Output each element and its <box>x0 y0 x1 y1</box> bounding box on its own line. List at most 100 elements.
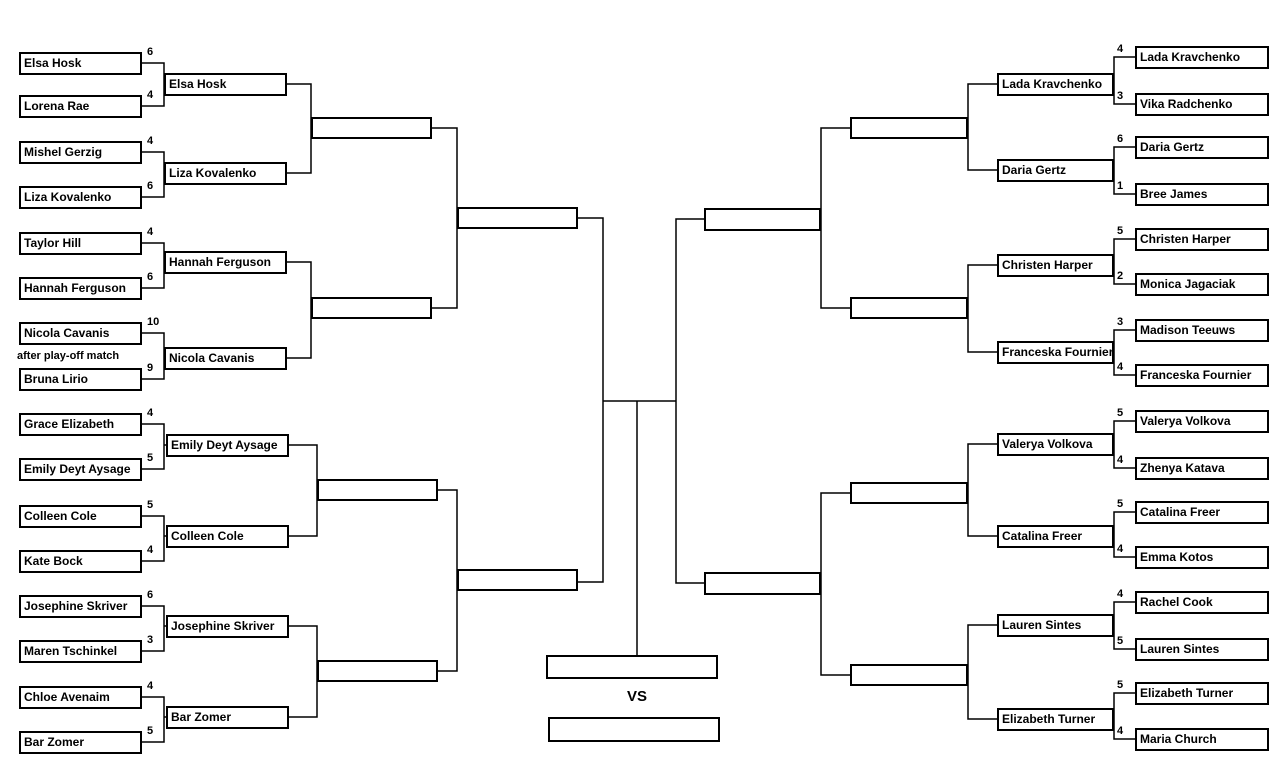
left-r2-player: Nicola Cavanis <box>164 347 287 370</box>
left-r1-connector <box>142 515 165 562</box>
right-r2-player: Valerya Volkova <box>997 433 1114 456</box>
left-r1-player: Colleen Cole <box>19 505 142 528</box>
left-r1-score: 6 <box>147 180 154 192</box>
left-r3-connector <box>438 489 458 672</box>
left-r1-connector <box>142 696 165 743</box>
left-r1-player: Nicola Cavanis <box>19 322 142 345</box>
right-r1-player: Lauren Sintes <box>1135 638 1269 661</box>
left-r2-player: Hannah Ferguson <box>164 251 287 274</box>
right-r4-slot <box>704 572 821 595</box>
right-r2-connector <box>967 83 997 171</box>
left-r4-slot <box>457 207 578 229</box>
right-r2-connector <box>967 624 997 720</box>
right-r1-score: 4 <box>1117 43 1124 55</box>
left-r1-score: 4 <box>147 89 154 101</box>
left-r3-slot <box>311 297 432 319</box>
right-r3-slot <box>850 664 968 686</box>
left-r1-score: 9 <box>147 362 154 374</box>
right-r1-score: 4 <box>1117 543 1124 555</box>
left-r1-score: 5 <box>147 499 154 511</box>
left-r1-player: Hannah Ferguson <box>19 277 142 300</box>
right-r3-connector <box>820 127 850 309</box>
right-r1-score: 4 <box>1117 454 1124 466</box>
right-r3-slot <box>850 297 968 319</box>
left-r1-score: 3 <box>147 634 154 646</box>
right-r1-player: Catalina Freer <box>1135 501 1269 524</box>
left-r1-score: 4 <box>147 680 154 692</box>
left-r1-score: 4 <box>147 544 154 556</box>
right-r1-player: Lada Kravchenko <box>1135 46 1269 69</box>
left-r1-score: 5 <box>147 452 154 464</box>
left-r2-player: Elsa Hosk <box>164 73 287 96</box>
right-r1-player: Maria Church <box>1135 728 1269 751</box>
right-r2-player: Franceska Fournier <box>997 341 1114 364</box>
right-r3-connector <box>820 492 850 676</box>
left-r3-slot <box>311 117 432 139</box>
left-r1-connector <box>142 605 165 652</box>
left-r2-player: Bar Zomer <box>166 706 289 729</box>
left-r1-player: Kate Bock <box>19 550 142 573</box>
right-r4-slot <box>704 208 821 231</box>
vs-label: VS <box>627 688 648 705</box>
right-r4-connector <box>675 218 704 584</box>
left-r1-player: Liza Kovalenko <box>19 186 142 209</box>
left-r2-player: Colleen Cole <box>166 525 289 548</box>
right-r2-connector <box>967 264 997 353</box>
right-r1-player: Bree James <box>1135 183 1269 206</box>
left-r1-player: Mishel Gerzig <box>19 141 142 164</box>
right-r1-score: 5 <box>1117 407 1124 419</box>
right-r2-player: Lauren Sintes <box>997 614 1114 637</box>
left-r1-player: Bruna Lirio <box>19 368 142 391</box>
right-r1-connector <box>1113 146 1135 195</box>
left-r1-player: Bar Zomer <box>19 731 142 754</box>
right-r1-player: Franceska Fournier <box>1135 364 1269 387</box>
left-r4-connector <box>578 217 604 583</box>
right-r1-score: 2 <box>1117 270 1124 282</box>
right-r1-score: 6 <box>1117 133 1124 145</box>
left-r4-slot <box>457 569 578 591</box>
left-r1-score: 4 <box>147 407 154 419</box>
right-r2-player: Daria Gertz <box>997 159 1114 182</box>
left-r1-player: Lorena Rae <box>19 95 142 118</box>
left-r1-score: 4 <box>147 135 154 147</box>
left-r2-connector <box>287 444 318 537</box>
left-r2-connector <box>287 83 312 174</box>
left-r3-slot <box>317 479 438 501</box>
right-r1-player: Daria Gertz <box>1135 136 1269 159</box>
left-r2-connector <box>287 625 318 718</box>
final-slot-top <box>546 655 718 679</box>
right-r1-connector <box>1113 692 1135 740</box>
right-r1-connector <box>1113 601 1135 650</box>
right-r1-score: 4 <box>1117 588 1124 600</box>
left-r2-player: Josephine Skriver <box>166 615 289 638</box>
right-r2-player: Elizabeth Turner <box>997 708 1114 731</box>
right-r1-player: Vika Radchenko <box>1135 93 1269 116</box>
playoff-note: after play-off match <box>17 350 120 362</box>
right-r3-slot <box>850 117 968 139</box>
left-r1-player: Chloe Avenaim <box>19 686 142 709</box>
right-r3-slot <box>850 482 968 504</box>
left-r1-score: 6 <box>147 271 154 283</box>
right-r1-score: 4 <box>1117 361 1124 373</box>
left-r1-score: 10 <box>147 316 160 328</box>
left-r1-score: 6 <box>147 46 154 58</box>
right-r1-score: 5 <box>1117 679 1124 691</box>
right-r1-player: Emma Kotos <box>1135 546 1269 569</box>
right-r1-player: Valerya Volkova <box>1135 410 1269 433</box>
right-r1-score: 4 <box>1117 725 1124 737</box>
right-r1-score: 3 <box>1117 90 1124 102</box>
left-r2-player: Liza Kovalenko <box>164 162 287 185</box>
right-r1-connector <box>1113 511 1135 558</box>
right-r1-player: Christen Harper <box>1135 228 1269 251</box>
right-r1-connector <box>1113 329 1135 376</box>
right-r2-player: Christen Harper <box>997 254 1114 277</box>
left-r1-player: Elsa Hosk <box>19 52 142 75</box>
left-r3-slot <box>317 660 438 682</box>
right-r1-score: 5 <box>1117 225 1124 237</box>
right-r2-player: Catalina Freer <box>997 525 1114 548</box>
left-r1-player: Emily Deyt Aysage <box>19 458 142 481</box>
left-r3-connector <box>432 127 458 309</box>
left-r2-player: Emily Deyt Aysage <box>166 434 289 457</box>
left-r1-score: 6 <box>147 589 154 601</box>
left-r1-score: 5 <box>147 725 154 737</box>
